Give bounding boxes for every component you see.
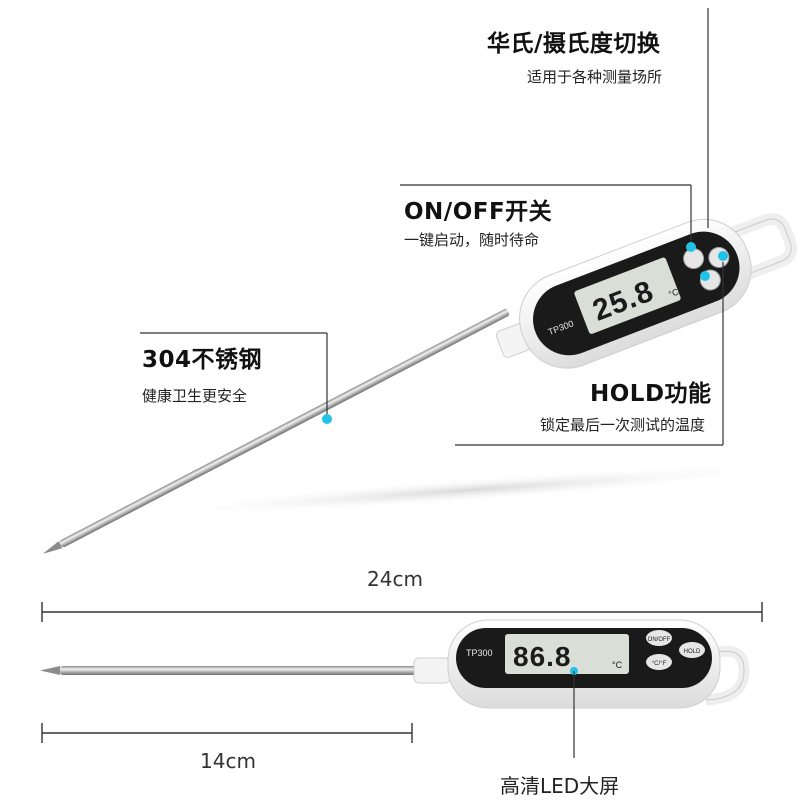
steel-probe bbox=[60, 666, 420, 675]
lcd-unit: °C bbox=[667, 286, 680, 299]
hold-desc: 锁定最后一次测试的温度 bbox=[540, 416, 706, 434]
probe-dimension bbox=[41, 723, 413, 743]
total-dimension bbox=[41, 602, 763, 622]
probe-length-label: 14cm bbox=[200, 749, 256, 773]
lcd-screen bbox=[574, 257, 681, 334]
probe-tip bbox=[40, 666, 60, 675]
leader-lines bbox=[140, 8, 724, 446]
lcd-unit: °C bbox=[612, 660, 623, 670]
unit-switch-title: 华氏/摄氏度切换 bbox=[487, 31, 661, 57]
unit-marker-dot bbox=[718, 251, 728, 261]
hold-button-label: HOLD bbox=[684, 649, 701, 655]
shadow bbox=[140, 464, 800, 516]
total-length-label: 24cm bbox=[367, 567, 423, 591]
probe-marker-dot bbox=[322, 414, 332, 424]
unit-switch-button[interactable] bbox=[646, 654, 672, 670]
material-title: 304不锈钢 bbox=[142, 347, 263, 373]
unit-switch-desc: 适用于各种测量场所 bbox=[527, 68, 663, 86]
power-title: ON/OFF开关 bbox=[404, 199, 553, 225]
hold-button[interactable] bbox=[679, 642, 705, 658]
lcd-reading: 86.8 bbox=[513, 641, 572, 672]
hang-hook-outline bbox=[704, 650, 745, 701]
unit-switch-button-label: °C/°F bbox=[652, 661, 667, 667]
hold-title: HOLD功能 bbox=[590, 381, 712, 407]
top-thermometer: 25.8 °C TP300 bbox=[42, 213, 798, 554]
hold-marker-dot bbox=[700, 271, 710, 281]
screen-title: 高清LED大屏 bbox=[500, 774, 620, 798]
lcd-screen bbox=[505, 634, 629, 674]
bottom-thermometer: 86.8 °C TP300 ON/OFF HOLD °C/°F bbox=[40, 619, 750, 709]
probe-tip bbox=[42, 541, 63, 554]
steel-probe bbox=[59, 308, 510, 548]
power-desc: 一键启动，随时待命 bbox=[404, 231, 540, 249]
power-marker-dot bbox=[686, 242, 696, 252]
hang-loop-outline bbox=[725, 218, 792, 278]
on-off-button[interactable] bbox=[646, 630, 672, 646]
material-desc: 健康卫生更安全 bbox=[142, 387, 248, 405]
on-off-button-label: ON/OFF bbox=[648, 637, 671, 643]
model-label: TP300 bbox=[466, 648, 493, 658]
probe-collar bbox=[413, 657, 451, 684]
